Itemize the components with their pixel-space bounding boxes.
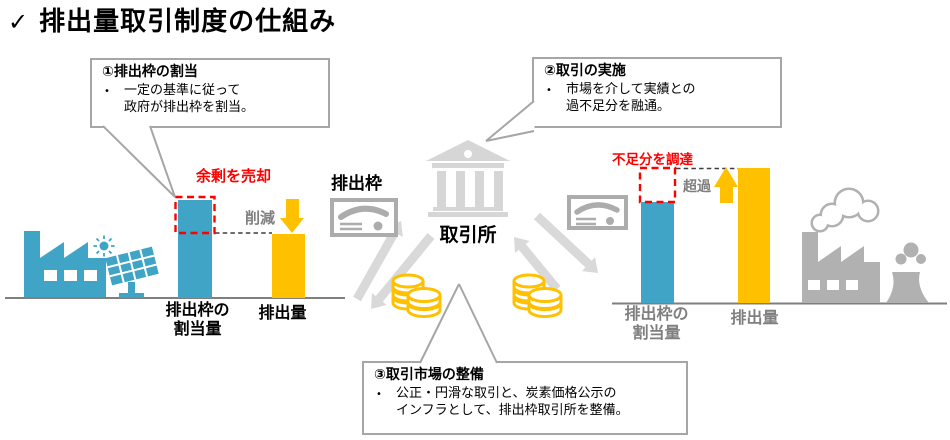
callout-allocation-line1: 一定の基準に従って — [124, 82, 241, 98]
arrow-exchange-to-right-icon — [533, 212, 598, 273]
callout-allocation: ①排出枠の割当 • 一定の基準に従って 政府が排出枠を割当。 — [90, 58, 330, 128]
sun-icon — [93, 235, 115, 257]
smoke-cloud-icon — [810, 187, 880, 233]
surplus-dashed-box — [174, 195, 216, 235]
callout-market: ③取引市場の整備 • 公正・円滑な取引と、炭素価格公示の インフラとして、排出枠… — [362, 361, 688, 435]
shortage-dashed-box — [638, 166, 677, 204]
callout-allocation-line2: 政府が排出枠を割当。 — [124, 99, 255, 115]
exchange-bank-icon — [426, 140, 510, 217]
emitting-factory-icon — [802, 187, 929, 303]
buyer-allocation-bar-label-line2: 割当量 — [632, 322, 681, 342]
seller-bars — [174, 195, 305, 298]
excess-label: 超過 — [683, 179, 711, 195]
arrow-exchange-to-left-icon — [371, 233, 435, 309]
credit-certificate-right-icon — [567, 195, 628, 230]
page-title: ✓ 排出量取引制度の仕組み — [8, 1, 336, 38]
seller-allocation-bar-label: 排出枠の 割当量 — [155, 300, 240, 339]
seller-allocation-bar — [178, 200, 212, 298]
seller-emission-bar — [272, 234, 305, 298]
credit-certificate-left-icon — [330, 198, 398, 237]
arrow-left-to-exchange-icon — [353, 221, 403, 302]
bullet-icon: • — [376, 388, 382, 400]
callout-trading-line1: 市場を介して実績との — [566, 81, 696, 97]
callout-trading-line2: 過不足分を融通。 — [566, 98, 671, 114]
shortage-label: 不足分を調達 — [612, 152, 693, 168]
seller-allocation-bar-label-line2: 割当量 — [173, 318, 222, 338]
clean-factory-icon — [24, 231, 159, 298]
buyer-allocation-bar — [641, 202, 674, 303]
buyer-allocation-bar-label: 排出枠の 割当量 — [614, 304, 699, 343]
checkmark-icon: ✓ — [8, 8, 30, 36]
buyer-emission-bar-label: 排出量 — [730, 308, 779, 327]
reduction-label: 削減 — [245, 209, 276, 227]
bullet-icon: • — [546, 84, 552, 96]
credit-label: 排出枠 — [331, 174, 382, 194]
exchange-label: 取引所 — [439, 224, 497, 246]
page-title-text: 排出量取引制度の仕組み — [39, 7, 337, 37]
callout-trading: ②取引の実施 • 市場を介して実績との 過不足分を融通。 — [532, 57, 782, 128]
buyer-bars — [638, 166, 770, 303]
trade-arrows — [353, 212, 598, 309]
reduction-arrow-icon — [280, 199, 304, 233]
seller-emission-bar-label: 排出量 — [258, 303, 307, 322]
callout-market-line1: 公正・円滑な取引と、炭素価格公示の — [396, 385, 617, 401]
buyer-allocation-bar-label-line1: 排出枠の — [624, 304, 689, 323]
buyer-emission-bar — [738, 168, 770, 303]
callout-allocation-title: ①排出枠の割当 — [102, 64, 198, 80]
seller-allocation-bar-label-line1: 排出枠の — [165, 300, 230, 319]
callout-market-title: ③取引市場の整備 — [374, 367, 484, 383]
callout-market-line2: インフラとして、排出枠取引所を整備。 — [396, 402, 629, 418]
money-coins-left-icon — [391, 273, 442, 319]
solar-panel-icon — [105, 246, 159, 298]
bullet-icon: • — [104, 85, 110, 97]
excess-arrow-icon — [714, 167, 738, 203]
arrow-right-to-exchange-icon — [514, 237, 561, 292]
cooling-tower-icon — [886, 242, 929, 303]
surplus-label: 余剰を売却 — [196, 167, 272, 185]
callout-trading-title: ②取引の実施 — [544, 63, 626, 79]
